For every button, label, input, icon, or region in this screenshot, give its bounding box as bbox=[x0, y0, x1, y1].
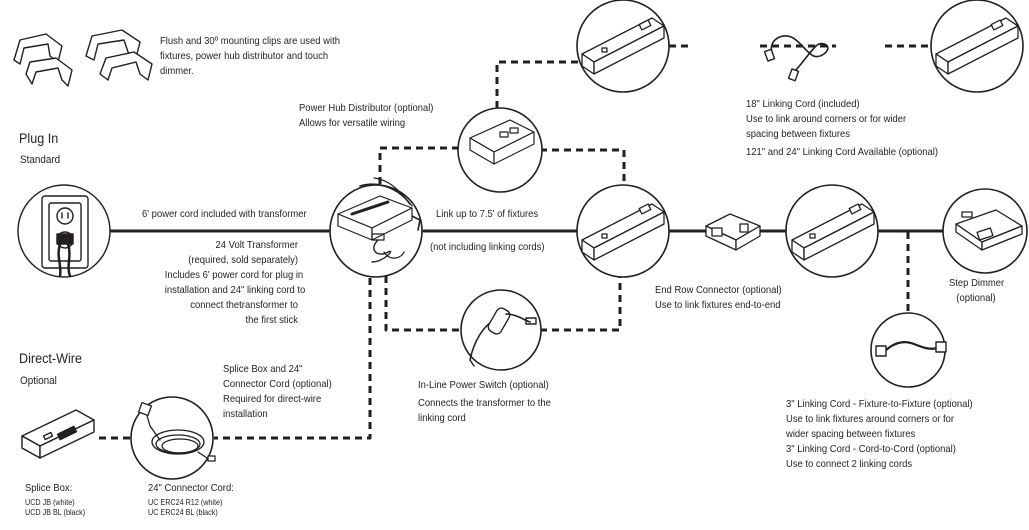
wall-outlet-icon bbox=[17, 184, 111, 278]
splice-box-icon bbox=[16, 396, 96, 478]
fixture-icon bbox=[581, 17, 665, 75]
end-row-connector-label: End Row Connector (optional) Use to link… bbox=[655, 284, 782, 311]
linking-cord-3-label: 3" Linking Cord - Fixture-to-Fixture (op… bbox=[786, 398, 973, 470]
step-dimmer-label: Step Dimmer (optional) bbox=[949, 277, 1005, 304]
mounting-clip-icon bbox=[13, 29, 153, 87]
fixture-icon bbox=[581, 203, 665, 261]
link-up-label: Link up to 7.5' of fixtures bbox=[436, 208, 539, 220]
plug-in-subtitle: Standard bbox=[20, 154, 61, 166]
fixture-icon bbox=[935, 17, 1019, 75]
end-row-connector-icon bbox=[705, 213, 761, 251]
splice-box-caption-title: Splice Box: bbox=[25, 482, 73, 494]
transformer-label: 24 Volt Transformer (required, sold sepa… bbox=[164, 239, 306, 326]
direct-wire-subtitle: Optional bbox=[20, 375, 57, 387]
transformer-icon bbox=[337, 177, 421, 263]
clips-note: Flush and 30º mounting clips are used wi… bbox=[160, 35, 340, 77]
linking-cord-3-icon bbox=[875, 341, 947, 357]
plug-in-title: Plug In bbox=[19, 130, 59, 146]
step-dimmer-icon bbox=[955, 209, 1023, 251]
connector-cord-caption-title: 24" Connector Cord: bbox=[148, 482, 234, 494]
power-cord-label: 6' power cord included with transformer bbox=[142, 208, 307, 220]
inline-switch-label: In-Line Power Switch (optional) Connects… bbox=[418, 379, 551, 424]
inline-switch-icon bbox=[469, 307, 537, 367]
splice-box-note: Splice Box and 24" Connector Cord (optio… bbox=[223, 363, 332, 420]
fixture-icon bbox=[791, 203, 875, 261]
power-hub-icon bbox=[469, 119, 535, 165]
linking-cord-18-label: 18" Linking Cord (included) Use to link … bbox=[746, 98, 938, 158]
not-including-label: (not including linking cords) bbox=[430, 241, 545, 253]
splice-box-caption-models: UCD JB (white) UCD JB BL (black) bbox=[25, 498, 86, 517]
connector-cord-icon bbox=[137, 401, 216, 462]
connector-cord-circle bbox=[130, 396, 214, 480]
power-hub-label: Power Hub Distributor (optional) Allows … bbox=[299, 102, 434, 129]
connector-cord-caption-models: UC ERC24 R12 (white) UC ERC24 BL (black) bbox=[148, 498, 223, 517]
linking-cord-icon bbox=[763, 35, 829, 82]
direct-wire-title: Direct-Wire bbox=[19, 350, 82, 366]
dashed-connection-lines bbox=[96, 44, 932, 440]
